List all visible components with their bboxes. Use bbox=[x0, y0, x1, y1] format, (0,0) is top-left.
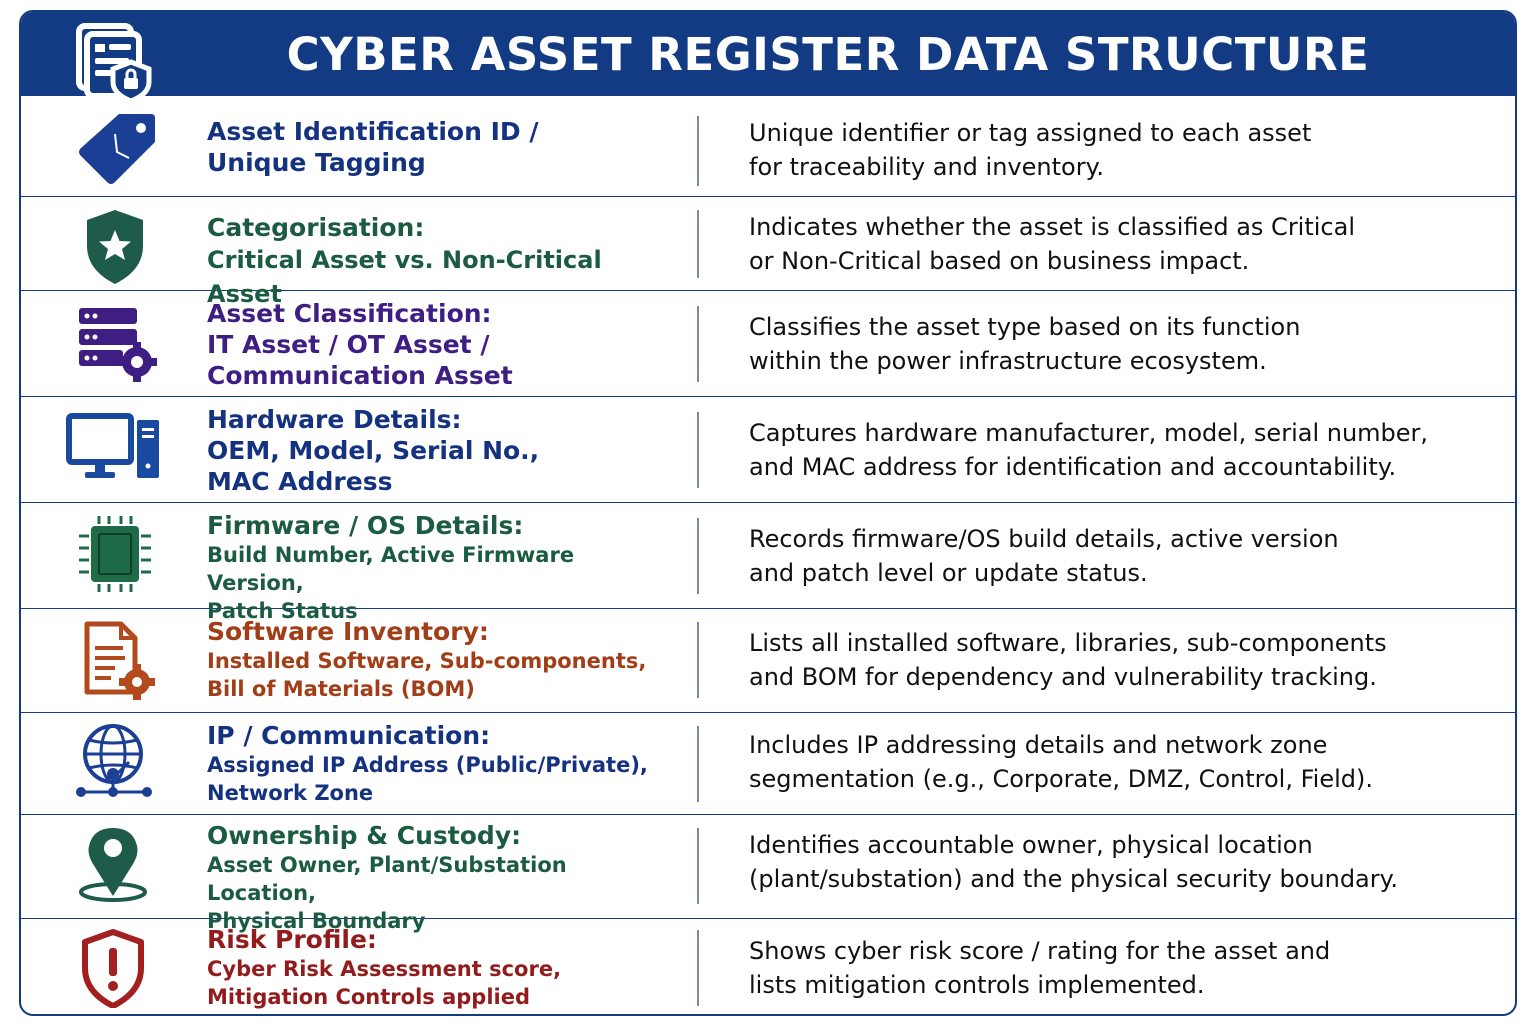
row-subtitle: Patch Status bbox=[207, 599, 358, 623]
row-title: Firmware / OS Details: bbox=[207, 511, 524, 540]
row-title-block: IP / Communication: Assigned IP Address … bbox=[207, 720, 677, 807]
description-line: or Non-Critical based on business impact… bbox=[749, 247, 1250, 275]
server-gear-icon bbox=[71, 302, 159, 382]
row-subtitle: Unique Tagging bbox=[207, 148, 426, 177]
row-title-block: Firmware / OS Details: Build Number, Act… bbox=[207, 510, 677, 625]
column-divider bbox=[697, 930, 699, 1006]
description-line: (plant/substation) and the physical secu… bbox=[749, 865, 1399, 893]
row-subtitle: Bill of Materials (BOM) bbox=[207, 677, 475, 701]
row-title-block: Categorisation: Critical Asset vs. Non-C… bbox=[207, 212, 677, 311]
row-title: Risk Profile: bbox=[207, 925, 377, 954]
chip-icon bbox=[71, 514, 159, 594]
description-line: for traceability and inventory. bbox=[749, 153, 1104, 181]
column-divider bbox=[697, 518, 699, 594]
globe-network-icon bbox=[71, 722, 159, 802]
description-line: Records firmware/OS build details, activ… bbox=[749, 525, 1339, 553]
row-subtitle: MAC Address bbox=[207, 467, 393, 496]
row-subtitle: Communication Asset bbox=[207, 361, 513, 390]
row-description: Indicates whether the asset is classifie… bbox=[749, 210, 1489, 278]
description-line: and BOM for dependency and vulnerability… bbox=[749, 663, 1377, 691]
row-subtitle: Network Zone bbox=[207, 781, 374, 805]
row-title-block: Asset Classification: IT Asset / OT Asse… bbox=[207, 298, 677, 391]
shield-alert-icon bbox=[71, 928, 159, 1009]
table-row: Firmware / OS Details: Build Number, Act… bbox=[21, 502, 1515, 623]
row-description: Lists all installed software, libraries,… bbox=[749, 626, 1489, 694]
row-subtitle: IT Asset / OT Asset / bbox=[207, 330, 490, 359]
document-gear-icon bbox=[71, 620, 159, 700]
row-subtitle: Critical Asset vs. Non-Critical Asset bbox=[207, 246, 602, 308]
row-subtitle: Asset Owner, Plant/Substation Location, bbox=[207, 853, 567, 905]
row-subtitle: Mitigation Controls applied bbox=[207, 985, 530, 1009]
location-pin-icon bbox=[71, 824, 159, 904]
row-title: Software Inventory: bbox=[207, 617, 489, 646]
column-divider bbox=[697, 116, 699, 186]
row-title-block: Asset Identification ID / Unique Tagging bbox=[207, 116, 677, 178]
description-line: lists mitigation controls implemented. bbox=[749, 971, 1205, 999]
row-description: Includes IP addressing details and netwo… bbox=[749, 728, 1489, 796]
column-divider bbox=[697, 726, 699, 802]
table-row: Software Inventory: Installed Software, … bbox=[21, 608, 1515, 713]
column-divider bbox=[697, 622, 699, 698]
row-subtitle: Cyber Risk Assessment score, bbox=[207, 957, 562, 981]
column-divider bbox=[697, 412, 699, 488]
register-table: CYBER ASSET REGISTER DATA STRUCTURE Asse… bbox=[19, 10, 1517, 1016]
row-title: Asset Identification ID / bbox=[207, 117, 539, 146]
document-lock-icon bbox=[73, 18, 153, 104]
row-description: Captures hardware manufacturer, model, s… bbox=[749, 416, 1489, 484]
tag-icon bbox=[71, 106, 159, 186]
row-title: Asset Classification: bbox=[207, 299, 492, 328]
row-title-block: Hardware Details: OEM, Model, Serial No.… bbox=[207, 404, 677, 497]
row-title: IP / Communication: bbox=[207, 721, 491, 750]
row-description: Unique identifier or tag assigned to eac… bbox=[749, 116, 1489, 184]
description-line: Indicates whether the asset is classifie… bbox=[749, 213, 1355, 241]
description-line: segmentation (e.g., Corporate, DMZ, Cont… bbox=[749, 765, 1373, 793]
row-title-block: Ownership & Custody: Asset Owner, Plant/… bbox=[207, 820, 677, 935]
table-row: Hardware Details: OEM, Model, Serial No.… bbox=[21, 396, 1515, 503]
table-row: Asset Classification: IT Asset / OT Asse… bbox=[21, 290, 1515, 397]
column-divider bbox=[697, 306, 699, 382]
row-description: Shows cyber risk score / rating for the … bbox=[749, 934, 1489, 1002]
row-subtitle: Build Number, Active Firmware Version, bbox=[207, 543, 575, 595]
description-line: Identifies accountable owner, physical l… bbox=[749, 831, 1313, 859]
table-row: Categorisation: Critical Asset vs. Non-C… bbox=[21, 196, 1515, 308]
row-title: Categorisation: bbox=[207, 213, 425, 242]
description-line: Captures hardware manufacturer, model, s… bbox=[749, 419, 1429, 447]
row-title-block: Risk Profile: Cyber Risk Assessment scor… bbox=[207, 924, 677, 1011]
description-line: Unique identifier or tag assigned to eac… bbox=[749, 119, 1312, 147]
table-row: IP / Communication: Assigned IP Address … bbox=[21, 712, 1515, 815]
column-divider bbox=[697, 210, 699, 278]
row-subtitle: Physical Boundary bbox=[207, 909, 426, 933]
description-line: Classifies the asset type based on its f… bbox=[749, 313, 1301, 341]
computer-icon bbox=[65, 410, 165, 490]
row-description: Records firmware/OS build details, activ… bbox=[749, 522, 1489, 590]
description-line: Includes IP addressing details and netwo… bbox=[749, 731, 1328, 759]
shield-star-icon bbox=[71, 206, 159, 286]
rows-container: Asset Identification ID / Unique Tagging… bbox=[21, 96, 1515, 1014]
row-subtitle: OEM, Model, Serial No., bbox=[207, 436, 540, 465]
table-row: Risk Profile: Cyber Risk Assessment scor… bbox=[21, 918, 1515, 1014]
table-row: Asset Identification ID / Unique Tagging… bbox=[21, 96, 1515, 197]
row-subtitle: Installed Software, Sub-components, bbox=[207, 649, 647, 673]
header-bar: CYBER ASSET REGISTER DATA STRUCTURE bbox=[21, 12, 1515, 104]
column-divider bbox=[697, 828, 699, 904]
row-title: Hardware Details: bbox=[207, 405, 462, 434]
description-line: within the power infrastructure ecosyste… bbox=[749, 347, 1267, 375]
description-line: Lists all installed software, libraries,… bbox=[749, 629, 1387, 657]
row-title-block: Software Inventory: Installed Software, … bbox=[207, 616, 677, 703]
row-description: Identifies accountable owner, physical l… bbox=[749, 828, 1489, 896]
page-title: CYBER ASSET REGISTER DATA STRUCTURE bbox=[286, 28, 1370, 81]
description-line: and patch level or update status. bbox=[749, 559, 1148, 587]
row-subtitle: Assigned IP Address (Public/Private), bbox=[207, 753, 648, 777]
row-description: Classifies the asset type based on its f… bbox=[749, 310, 1489, 378]
table-row: Ownership & Custody: Asset Owner, Plant/… bbox=[21, 814, 1515, 933]
row-title: Ownership & Custody: bbox=[207, 821, 522, 850]
description-line: and MAC address for identification and a… bbox=[749, 453, 1397, 481]
description-line: Shows cyber risk score / rating for the … bbox=[749, 937, 1331, 965]
